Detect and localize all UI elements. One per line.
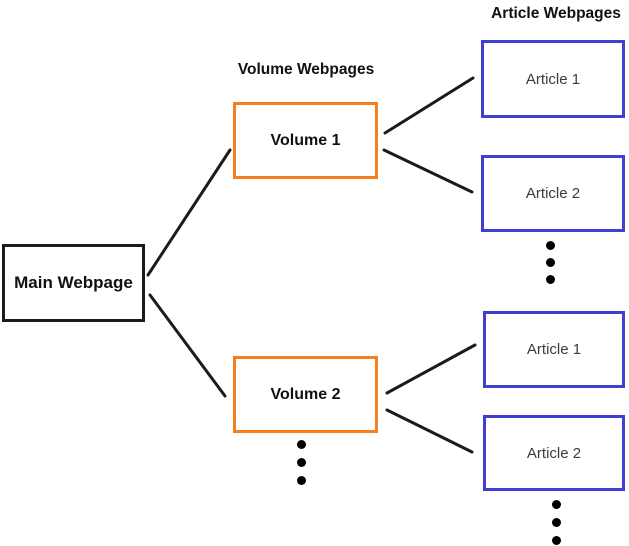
edge-main-to-volume2 — [148, 293, 227, 398]
article2-node-volume2: Article 2 — [483, 415, 625, 491]
main-webpage-node: Main Webpage — [2, 244, 145, 322]
article2-label: Article 2 — [526, 444, 582, 462]
edge-volume1-to-article1 — [383, 76, 475, 135]
volume-webpages-header: Volume Webpages — [237, 61, 375, 78]
article2-node-volume1: Article 2 — [481, 155, 625, 232]
volume1-label: Volume 1 — [270, 131, 341, 149]
article2-label: Article 2 — [525, 185, 581, 202]
ellipsis-dots-articles-volume2 — [552, 500, 561, 545]
volume2-node: Volume 2 — [233, 356, 378, 433]
dot — [552, 500, 561, 509]
dot — [297, 440, 306, 449]
article1-label: Article 1 — [525, 70, 581, 88]
edge-volume1-to-article2 — [382, 148, 474, 194]
dot — [546, 241, 555, 250]
dot — [297, 458, 306, 467]
dot — [297, 476, 306, 485]
volume1-node: Volume 1 — [233, 102, 378, 179]
main-webpage-label: Main Webpage — [14, 273, 133, 292]
article1-label: Article 1 — [526, 341, 582, 358]
edge-main-to-volume1 — [146, 148, 232, 277]
article1-node-volume2: Article 1 — [483, 311, 625, 388]
ellipsis-dots-volumes — [297, 440, 306, 485]
dot — [552, 518, 561, 527]
dot — [552, 536, 561, 545]
dot — [546, 275, 555, 284]
volume2-label: Volume 2 — [270, 385, 341, 403]
dot — [546, 258, 555, 267]
ellipsis-dots-articles-volume1 — [546, 241, 555, 284]
edge-volume2-to-article1 — [385, 343, 477, 395]
edge-volume2-to-article2 — [385, 408, 474, 454]
article1-node-volume1: Article 1 — [481, 40, 625, 118]
article-webpages-header: Article Webpages — [491, 5, 621, 22]
